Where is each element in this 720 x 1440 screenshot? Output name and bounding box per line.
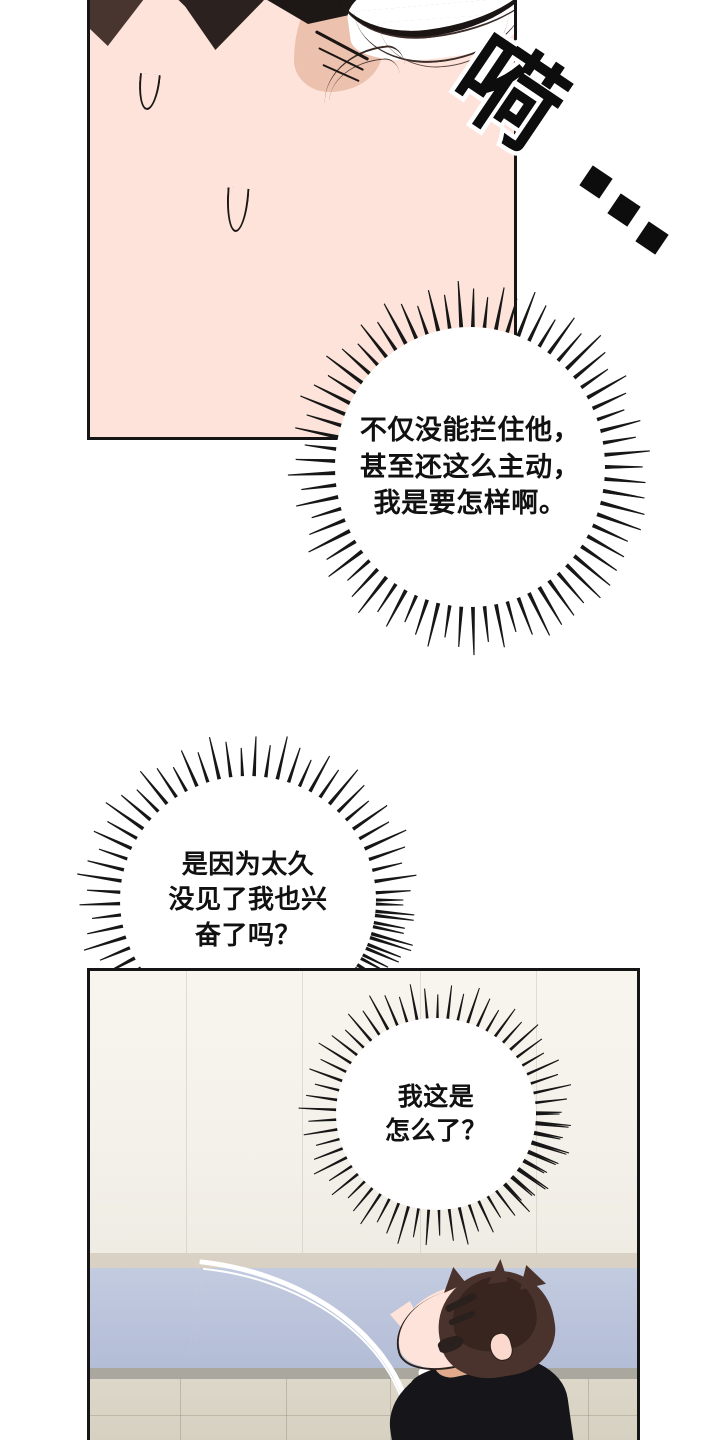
tile-seam-horizontal xyxy=(90,1415,637,1417)
tile-seam xyxy=(536,971,537,1440)
tile-seam-lower xyxy=(180,1379,182,1440)
thought-bubble-spiky-3: 我这是 怎么了？ xyxy=(298,984,574,1246)
bubble-1-shape xyxy=(287,280,650,656)
tile-seam-lower xyxy=(588,1379,590,1440)
bubble-1-text: 不仅没能拦住他， 甚至还这么主动， 我是要怎样啊。 xyxy=(359,414,581,519)
tile-seam xyxy=(186,971,187,1440)
tile-seam-lower xyxy=(286,1379,288,1440)
face-closeup-panel xyxy=(87,0,517,440)
man-figure xyxy=(360,1259,620,1440)
sfx-dot-1 xyxy=(579,165,613,199)
bubble-3-text: 我这是 怎么了？ xyxy=(384,1083,487,1145)
tile-seam-lower xyxy=(390,1379,392,1440)
sfx-dot-2 xyxy=(607,193,641,227)
sfx-dot-3 xyxy=(635,221,669,255)
thought-bubble-spiky-1: 不仅没能拦住他， 甚至还这么主动， 我是要怎样啊。 xyxy=(287,280,650,656)
bubble-3-shape xyxy=(298,984,572,1246)
tile-seam xyxy=(302,971,303,1440)
wall-trim-upper xyxy=(90,1253,637,1268)
wall-trim-lower xyxy=(90,1368,637,1379)
bubble-2-text: 是因为太久 没见了我也兴 奋了吗？ xyxy=(168,848,328,950)
